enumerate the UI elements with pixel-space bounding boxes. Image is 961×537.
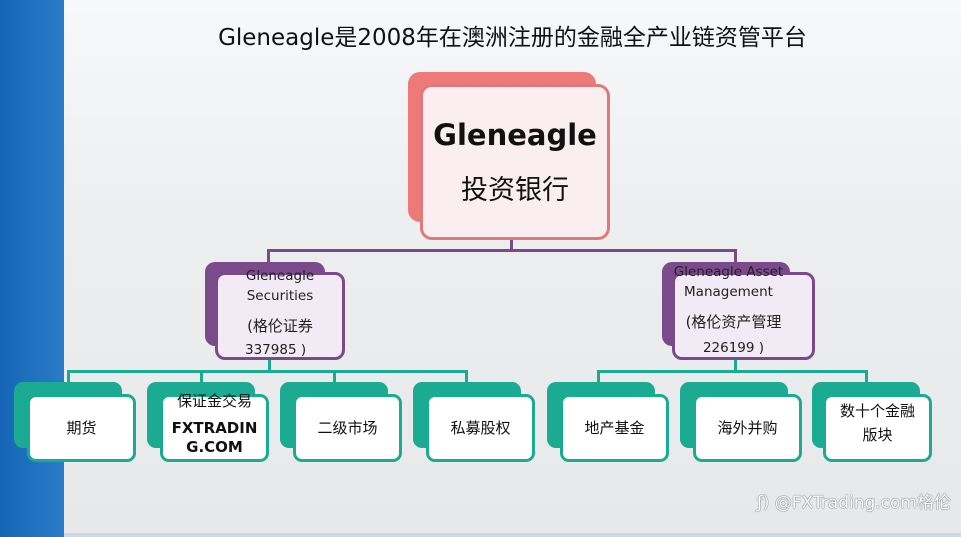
connector: [267, 249, 270, 263]
leaf-label: 期货: [66, 419, 97, 437]
branch-line: Gleneagle: [245, 268, 315, 284]
branch-line: (格伦资产管理: [685, 313, 782, 331]
bottom-border: [64, 533, 961, 537]
leaf-label: G.COM: [186, 437, 243, 456]
branch-securities-text: Gleneagle Securities (格伦证券 337985 ): [215, 266, 345, 360]
leaf-node: 地产基金: [560, 394, 669, 462]
connector: [597, 370, 600, 383]
watermark-text: @FXTrading.com格伦: [774, 493, 951, 513]
slide-title: Gleneagle是2008年在澳洲注册的金融全产业链资管平台: [218, 25, 807, 51]
branch-line: Securities: [246, 288, 314, 304]
leaf-label: 地产基金: [584, 419, 645, 437]
connector: [67, 370, 467, 373]
connector: [865, 370, 868, 383]
leaf-label: 海外并购: [717, 419, 778, 437]
branch-line: (格伦证券: [247, 317, 313, 335]
connector: [465, 370, 468, 383]
leaf-label: FXTRADIN: [171, 418, 258, 437]
leaf-label: 数十个金融: [839, 402, 915, 420]
connector: [67, 370, 70, 383]
leaf-node: 海外并购: [693, 394, 802, 462]
connector: [267, 249, 737, 252]
leaf-node: 期货: [27, 394, 136, 462]
connector: [200, 370, 203, 383]
leaf-node: 数十个金融 版块: [823, 394, 932, 462]
connector: [333, 370, 336, 383]
leaf-node: 保证金交易 FXTRADIN G.COM: [160, 391, 269, 462]
root-name: Gleneagle: [433, 117, 597, 152]
weibo-icon: ƒ): [756, 493, 775, 513]
connector: [510, 240, 513, 250]
leaf-node: 二级市场: [293, 394, 402, 462]
connector: [734, 249, 737, 263]
leaf-label: 版块: [862, 426, 893, 444]
connector: [597, 370, 867, 373]
branch-node-securities: [215, 272, 345, 360]
branch-line: 226199 ): [702, 340, 765, 356]
branch-line: Gleneagle Asset: [673, 264, 784, 280]
connector: [734, 360, 737, 372]
branch-asset-text: Gleneagle Asset Management (格伦资产管理 22619…: [672, 262, 815, 358]
watermark: ƒ) @FXTrading.com格伦: [757, 488, 951, 513]
leaf-label: 保证金交易: [176, 391, 252, 410]
branch-node-asset-management: [672, 272, 815, 360]
connector: [268, 360, 271, 372]
root-node: Gleneagle 投资银行: [420, 84, 610, 240]
leaf-label: 二级市场: [317, 419, 378, 437]
branch-line: Management: [684, 284, 773, 300]
branch-line: 337985 ): [245, 342, 307, 358]
leaf-label: 私募股权: [450, 419, 511, 437]
root-subtitle: 投资银行: [461, 174, 569, 206]
leaf-node: 私募股权: [426, 394, 535, 462]
